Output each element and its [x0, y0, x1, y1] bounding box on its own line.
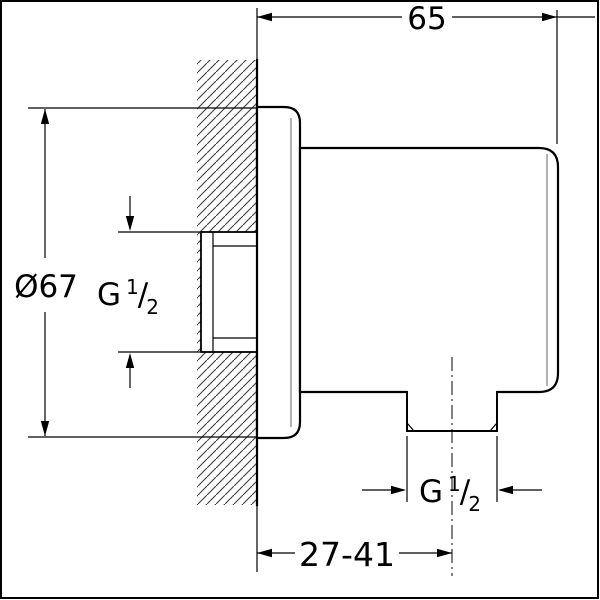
arrowhead-up	[125, 353, 135, 368]
outlet-chamfer-lines	[406, 422, 498, 432]
dimension-top-width: 65	[257, 1, 595, 144]
inlet-fitting	[200, 231, 258, 353]
arrowhead-left	[257, 12, 272, 22]
arrowhead-left	[257, 548, 272, 558]
arrowhead-down	[125, 216, 135, 231]
arrowhead-right	[437, 548, 452, 558]
dim-label-offset-range: 27-41	[299, 535, 395, 574]
arrowhead-up	[40, 109, 50, 124]
dim-label-top-width: 65	[407, 1, 446, 37]
inlet-fitting-body	[200, 231, 258, 353]
dimension-offset-range: 27-41	[257, 535, 452, 574]
arrowhead-right	[542, 12, 557, 22]
arrowhead-right	[391, 485, 406, 495]
dim-label-flange-diameter: Ø67	[14, 269, 78, 305]
arrowhead-left	[498, 485, 513, 495]
body-outline	[298, 146, 560, 394]
flange-outline	[255, 105, 302, 440]
flange	[255, 105, 302, 440]
dim-text-mask	[402, 3, 452, 31]
dimension-flange-diameter: Ø67	[14, 107, 256, 438]
arrowhead-down	[40, 421, 50, 436]
union-body	[298, 146, 560, 394]
